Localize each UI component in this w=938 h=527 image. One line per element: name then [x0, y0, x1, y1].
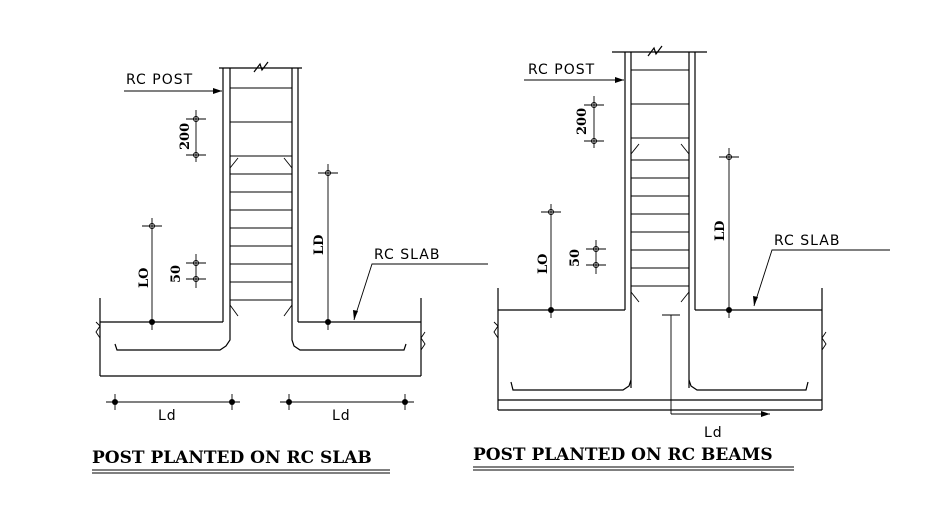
right-detail: RC POST 200 50 LO	[473, 45, 890, 471]
left-post-label: RC POST	[126, 72, 193, 88]
right-dim-ld-bottom	[662, 314, 770, 417]
left-dim-lo-text: LO	[137, 268, 152, 288]
left-detail: RC POST 200 50 LO	[92, 61, 488, 474]
right-dim-50-text: 50	[568, 249, 583, 267]
left-dim-ld-vertical-text: LD	[312, 235, 327, 255]
left-post-ties	[229, 87, 293, 317]
right-dim-200	[584, 96, 604, 148]
left-dim-ld-bottom-right	[280, 394, 414, 410]
left-slab-leader	[353, 263, 488, 321]
right-slab-arrow	[753, 296, 758, 306]
left-slab-arrow	[353, 310, 358, 320]
right-post-outline	[612, 45, 707, 310]
left-dim-ld-vertical	[318, 164, 338, 330]
left-dim-200-text: 200	[178, 123, 193, 150]
left-dim-ld-bottom-left	[106, 394, 240, 410]
left-title: POST PLANTED ON RC SLAB	[92, 448, 372, 468]
left-dim-50-text: 50	[169, 265, 184, 283]
right-dim-200-text: 200	[575, 108, 590, 135]
left-dim-200	[186, 110, 206, 162]
left-dim-lo	[142, 218, 162, 330]
left-dim-ld-left-text: Ld	[158, 408, 177, 424]
right-dim-lo-text: LO	[536, 254, 551, 274]
right-post-label: RC POST	[528, 62, 595, 78]
right-dim-ld-vertical	[719, 148, 739, 318]
left-slab-label: RC SLAB	[374, 247, 440, 263]
right-post-ties	[630, 69, 690, 303]
right-dim-ld-vertical-text: LD	[713, 221, 728, 241]
right-post-bars	[630, 52, 690, 388]
right-beam	[493, 288, 827, 411]
left-post-arrow	[213, 88, 222, 94]
right-post-arrow	[615, 77, 624, 83]
right-slab-leader	[753, 249, 890, 307]
left-post-outline	[219, 61, 302, 322]
right-title: POST PLANTED ON RC BEAMS	[473, 445, 773, 465]
right-dim-50	[586, 240, 606, 274]
left-slab	[95, 298, 426, 377]
right-dim-ld-bottom-text: Ld	[704, 425, 723, 441]
left-dim-50	[186, 254, 206, 288]
right-dim-lo	[541, 204, 561, 318]
left-dim-ld-right-text: Ld	[332, 408, 351, 424]
right-slab-label: RC SLAB	[774, 233, 840, 249]
